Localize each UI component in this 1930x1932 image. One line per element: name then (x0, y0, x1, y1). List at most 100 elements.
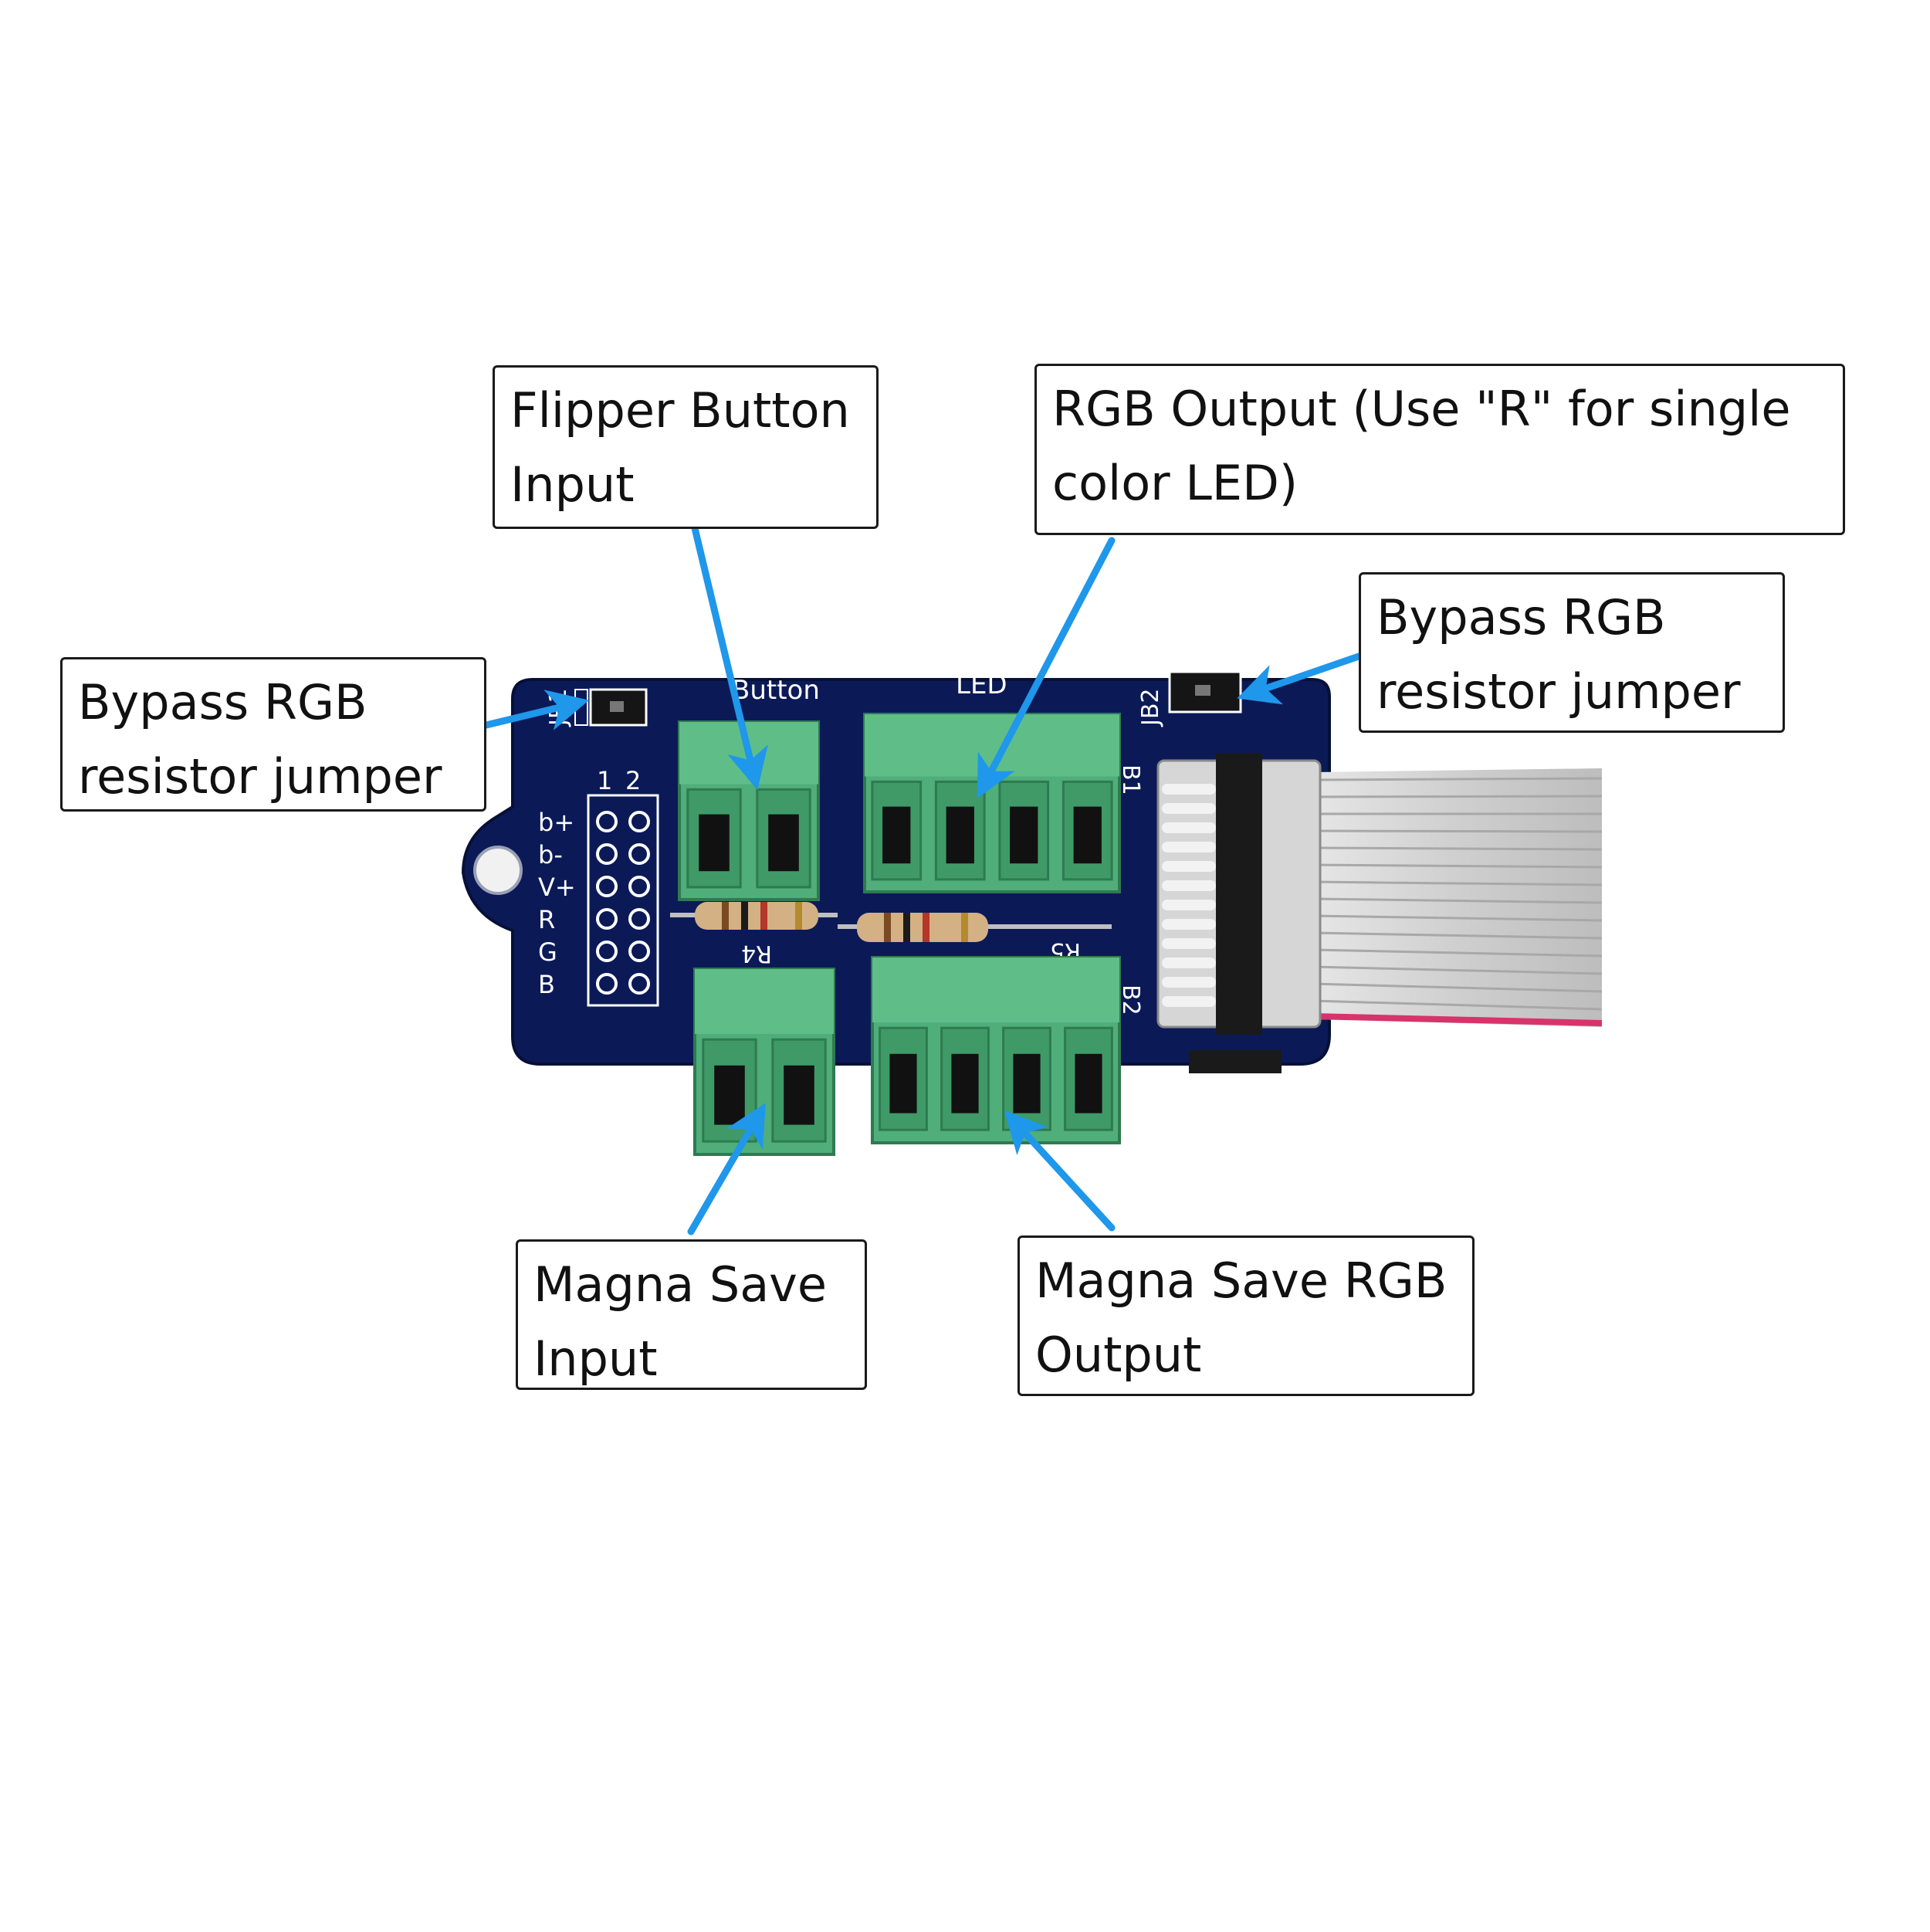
silk-button: Button (732, 675, 820, 706)
silk-r4: R4 (741, 940, 772, 967)
ribbon-wire (1312, 897, 1603, 904)
callout-magna-save-rgb-output: Magna Save RGB Output (1017, 1235, 1475, 1396)
callout-magna-save-input: Magna Save Input (516, 1239, 867, 1390)
pin-header (587, 794, 659, 1007)
callout-magna-rgb-line2: Output (1035, 1327, 1202, 1383)
pin-hole (628, 876, 650, 897)
idc-ridge (1162, 977, 1216, 988)
terminal-screw-hole (1073, 806, 1102, 864)
pin-hole (596, 908, 618, 930)
callout-bypass-left-line1: Bypass RGB (78, 674, 367, 730)
callout-magna-rgb-line1: Magna Save RGB (1035, 1252, 1448, 1309)
ribbon-cable (1312, 768, 1603, 1027)
pin-hole (628, 843, 650, 865)
terminal-screw-hole (882, 806, 911, 864)
idc-ridge (1162, 861, 1216, 872)
silk-col-2: 2 (625, 766, 641, 795)
pin-hole (596, 973, 618, 995)
terminal-screw-hole (889, 1053, 917, 1113)
ribbon-wire (1312, 914, 1603, 922)
resistor-right (838, 913, 1112, 942)
resistor-left (670, 902, 838, 930)
pin-hole (628, 908, 650, 930)
callout-flipper-line2: Input (510, 456, 635, 513)
callout-magna-input-line2: Input (533, 1330, 658, 1387)
pin-label: G (538, 937, 557, 967)
pin-label: b- (538, 840, 563, 869)
ribbon-wire (1312, 863, 1603, 869)
ribbon-wire (1312, 846, 1603, 851)
terminal-blocks (678, 713, 1121, 1156)
terminal-screw-hole (699, 814, 730, 872)
arrow-bypass-right (1237, 652, 1363, 705)
callout-bypass-left: Bypass RGB resistor jumper (60, 657, 486, 812)
terminal-screw-hole (784, 1065, 814, 1125)
terminal-screw-hole (1013, 1053, 1041, 1113)
arrow-magna-rgb-output (1004, 1110, 1116, 1232)
terminal-led-b1 (863, 713, 1121, 893)
jumper-jb1 (574, 688, 648, 727)
pin-hole (628, 941, 650, 962)
idc-ridge (1162, 822, 1216, 833)
callout-rgb-line1: RGB Output (Use "R" for single (1052, 381, 1791, 437)
silk-b1: B1 (1117, 764, 1144, 795)
terminal-top (872, 958, 1119, 1022)
idc-ridge (1162, 919, 1216, 930)
ribbon-wire-lines (1312, 777, 1603, 1011)
idc-ridges (1162, 784, 1216, 1007)
pin-label: b+ (538, 808, 574, 837)
pin-holes (596, 811, 650, 995)
pin-hole (628, 811, 650, 832)
silk-led: LED (956, 669, 1007, 700)
terminal-screw-hole (946, 806, 974, 864)
ribbon-wire (1312, 999, 1603, 1011)
idc-connector (1156, 753, 1322, 1073)
mounting-hole (473, 846, 523, 895)
ribbon-wire (1312, 880, 1603, 886)
idc-ridge (1162, 938, 1216, 949)
callout-bypass-right-line1: Bypass RGB (1376, 589, 1666, 646)
pin-label: R (538, 905, 555, 934)
idc-ridge (1162, 996, 1216, 1007)
ribbon-wire (1312, 931, 1603, 940)
silk-jb2: JB2 (1137, 688, 1164, 727)
arrow-rgb-output (977, 537, 1116, 798)
callout-rgb-output: RGB Output (Use "R" for single color LED… (1034, 364, 1845, 535)
callout-rgb-line2: color LED) (1052, 455, 1299, 511)
idc-ridge (1162, 958, 1216, 968)
idc-ridge (1162, 784, 1216, 795)
terminal-screw-hole (714, 1065, 745, 1125)
callout-bypass-left-line2: resistor jumper (78, 748, 442, 805)
arrow-flipper-input (691, 524, 768, 791)
terminal-screw-hole (1010, 806, 1038, 864)
callout-flipper-button-input: Flipper Button Input (493, 365, 879, 529)
pin-hole (596, 941, 618, 962)
terminal-screw-hole (1075, 1053, 1102, 1113)
idc-ridge (1162, 803, 1216, 814)
pin-hole (596, 876, 618, 897)
silk-b2: B2 (1117, 985, 1144, 1015)
ribbon-wire (1312, 948, 1603, 958)
pin-labels: b+ b- V+ RGB (538, 808, 576, 999)
callout-bypass-right-line2: resistor jumper (1376, 663, 1741, 720)
terminal-magna-save (693, 968, 835, 1156)
silk-col-1: 1 (597, 766, 612, 795)
ribbon-wire (1312, 777, 1603, 781)
terminal-top (695, 969, 834, 1034)
pin-label: V+ (538, 873, 576, 902)
ribbon-wire (1312, 982, 1603, 993)
idc-ridge (1162, 880, 1216, 891)
pin-hole (628, 973, 650, 995)
terminal-screw-hole (768, 814, 799, 872)
ribbon-wire (1312, 795, 1603, 798)
ribbon-wire (1312, 829, 1603, 833)
callout-bypass-right: Bypass RGB resistor jumper (1359, 572, 1785, 733)
terminal-b2 (871, 956, 1121, 1144)
callout-magna-input-line1: Magna Save (533, 1256, 828, 1313)
ribbon-wire (1312, 965, 1603, 975)
jumper-jb2 (1168, 670, 1242, 713)
pin-label: B (538, 970, 555, 999)
idc-ridge (1162, 842, 1216, 852)
